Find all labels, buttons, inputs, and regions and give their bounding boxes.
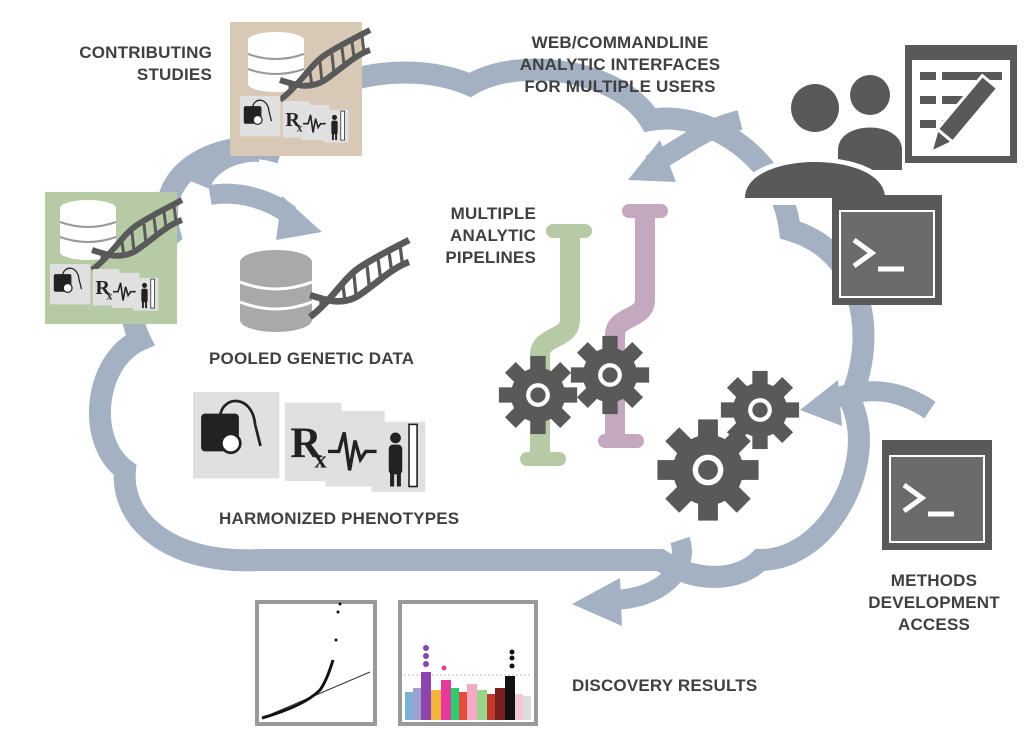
terminal-icon: [882, 440, 992, 550]
label-line: ANALYTIC: [450, 226, 536, 245]
methods-label: METHODS DEVELOPMENT ACCESS: [852, 570, 1016, 636]
pipeline-green: [530, 228, 580, 460]
cloud-shape: [88, 58, 875, 588]
arrow-heads: [276, 140, 842, 626]
dna-icon: [310, 240, 409, 317]
gear-icon: [657, 419, 759, 521]
interfaces-label: WEB/COMMANDLINE ANALYTIC INTERFACES FOR …: [500, 32, 740, 98]
study-card-tan: [230, 22, 370, 156]
label-line: DEVELOPMENT: [868, 593, 1000, 612]
pipelines-label: MULTIPLE ANALYTIC PIPELINES: [420, 203, 536, 269]
label-line: CONTRIBUTING: [79, 43, 212, 62]
label-line: PIPELINES: [445, 248, 536, 267]
contributing-studies-label: CONTRIBUTING STUDIES: [40, 42, 212, 86]
gear-icon: [570, 335, 650, 415]
label-line: METHODS: [890, 571, 978, 590]
label-line: ANALYTIC INTERFACES: [519, 55, 721, 74]
study-card-green: [45, 192, 182, 324]
label-line: WEB/COMMANDLINE: [531, 33, 709, 52]
label-line: FOR MULTIPLE USERS: [524, 77, 716, 96]
phenotype-icons: [191, 390, 427, 494]
harmonized-phenotypes-label: HARMONIZED PHENOTYPES: [219, 509, 460, 528]
qq-plot-icon: [255, 600, 377, 726]
pipeline-purple: [605, 210, 655, 440]
pooled-genetic-data-label: POOLED GENETIC DATA: [209, 349, 415, 368]
pooled-database: [239, 250, 313, 332]
manhattan-plot-icon: [398, 600, 538, 726]
label-line: ACCESS: [897, 615, 971, 634]
label-line: STUDIES: [136, 65, 212, 84]
terminal-icon: [832, 195, 942, 305]
form-edit-icon: [905, 45, 1017, 163]
label-line: MULTIPLE: [450, 204, 536, 223]
discovery-results-label: DISCOVERY RESULTS: [572, 676, 758, 695]
gear-icon: [498, 355, 578, 435]
users-icon: [740, 75, 902, 205]
